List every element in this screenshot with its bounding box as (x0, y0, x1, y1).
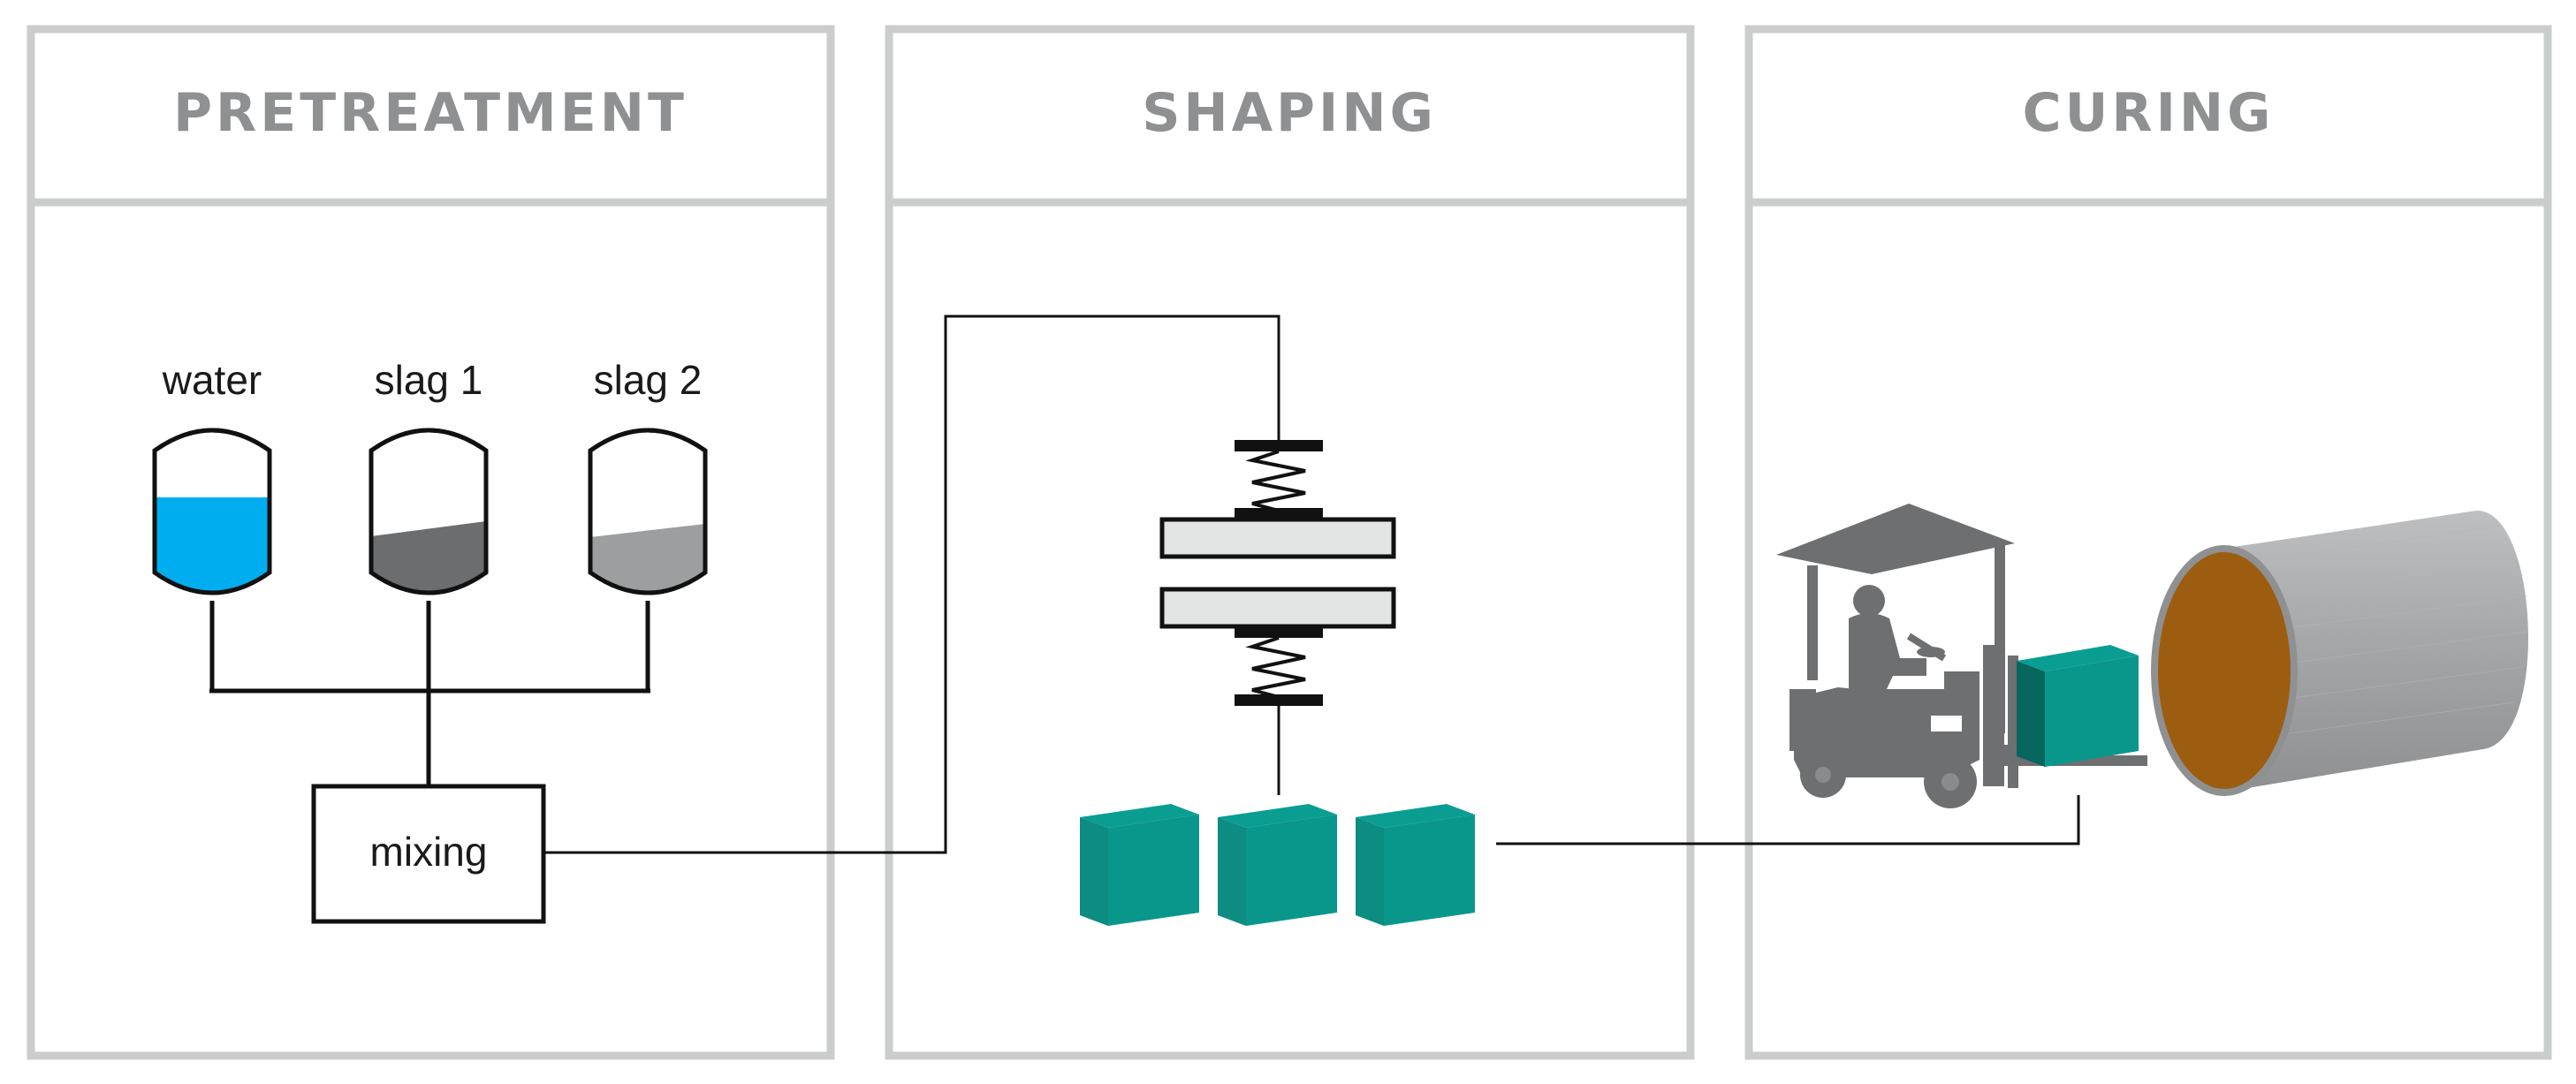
curing-chamber-icon (2151, 510, 2529, 796)
transfer-line (1496, 795, 2080, 845)
feed-line (543, 315, 1280, 854)
forklift-icon (1776, 504, 2147, 808)
stage-title-pretreatment: PRETREATMENT (173, 82, 688, 144)
tank-water: water (152, 357, 272, 595)
tank-slag-1: slag 1 (369, 357, 489, 595)
tank-manifold (209, 601, 650, 786)
tank-slag-2: slag 2 (588, 357, 708, 595)
tank-slag-1-fill (371, 521, 486, 593)
tank-water-fill (155, 497, 270, 593)
press-spring-icon (1159, 440, 1396, 795)
curing-panel: CURING (1744, 25, 2552, 1060)
mixing-label: mixing (370, 829, 488, 875)
stage-title-curing: CURING (2023, 82, 2275, 144)
pretreatment-panel: PRETREATMENT (27, 25, 835, 1060)
stage-title-shaping: SHAPING (1142, 82, 1437, 144)
tank-label-slag-2: slag 2 (594, 357, 703, 403)
concrete-block-icon (2017, 645, 2139, 767)
concrete-block-icon (1218, 804, 1337, 926)
tank-label-slag-1: slag 1 (375, 357, 483, 403)
shaping-panel: SHAPING (885, 25, 1695, 1060)
concrete-block-icon (1080, 804, 1199, 926)
tank-slag-2-fill (590, 524, 705, 593)
tank-label-water: water (162, 357, 262, 403)
concrete-block-icon (1356, 804, 1475, 926)
mixing-unit: mixing (311, 784, 546, 924)
